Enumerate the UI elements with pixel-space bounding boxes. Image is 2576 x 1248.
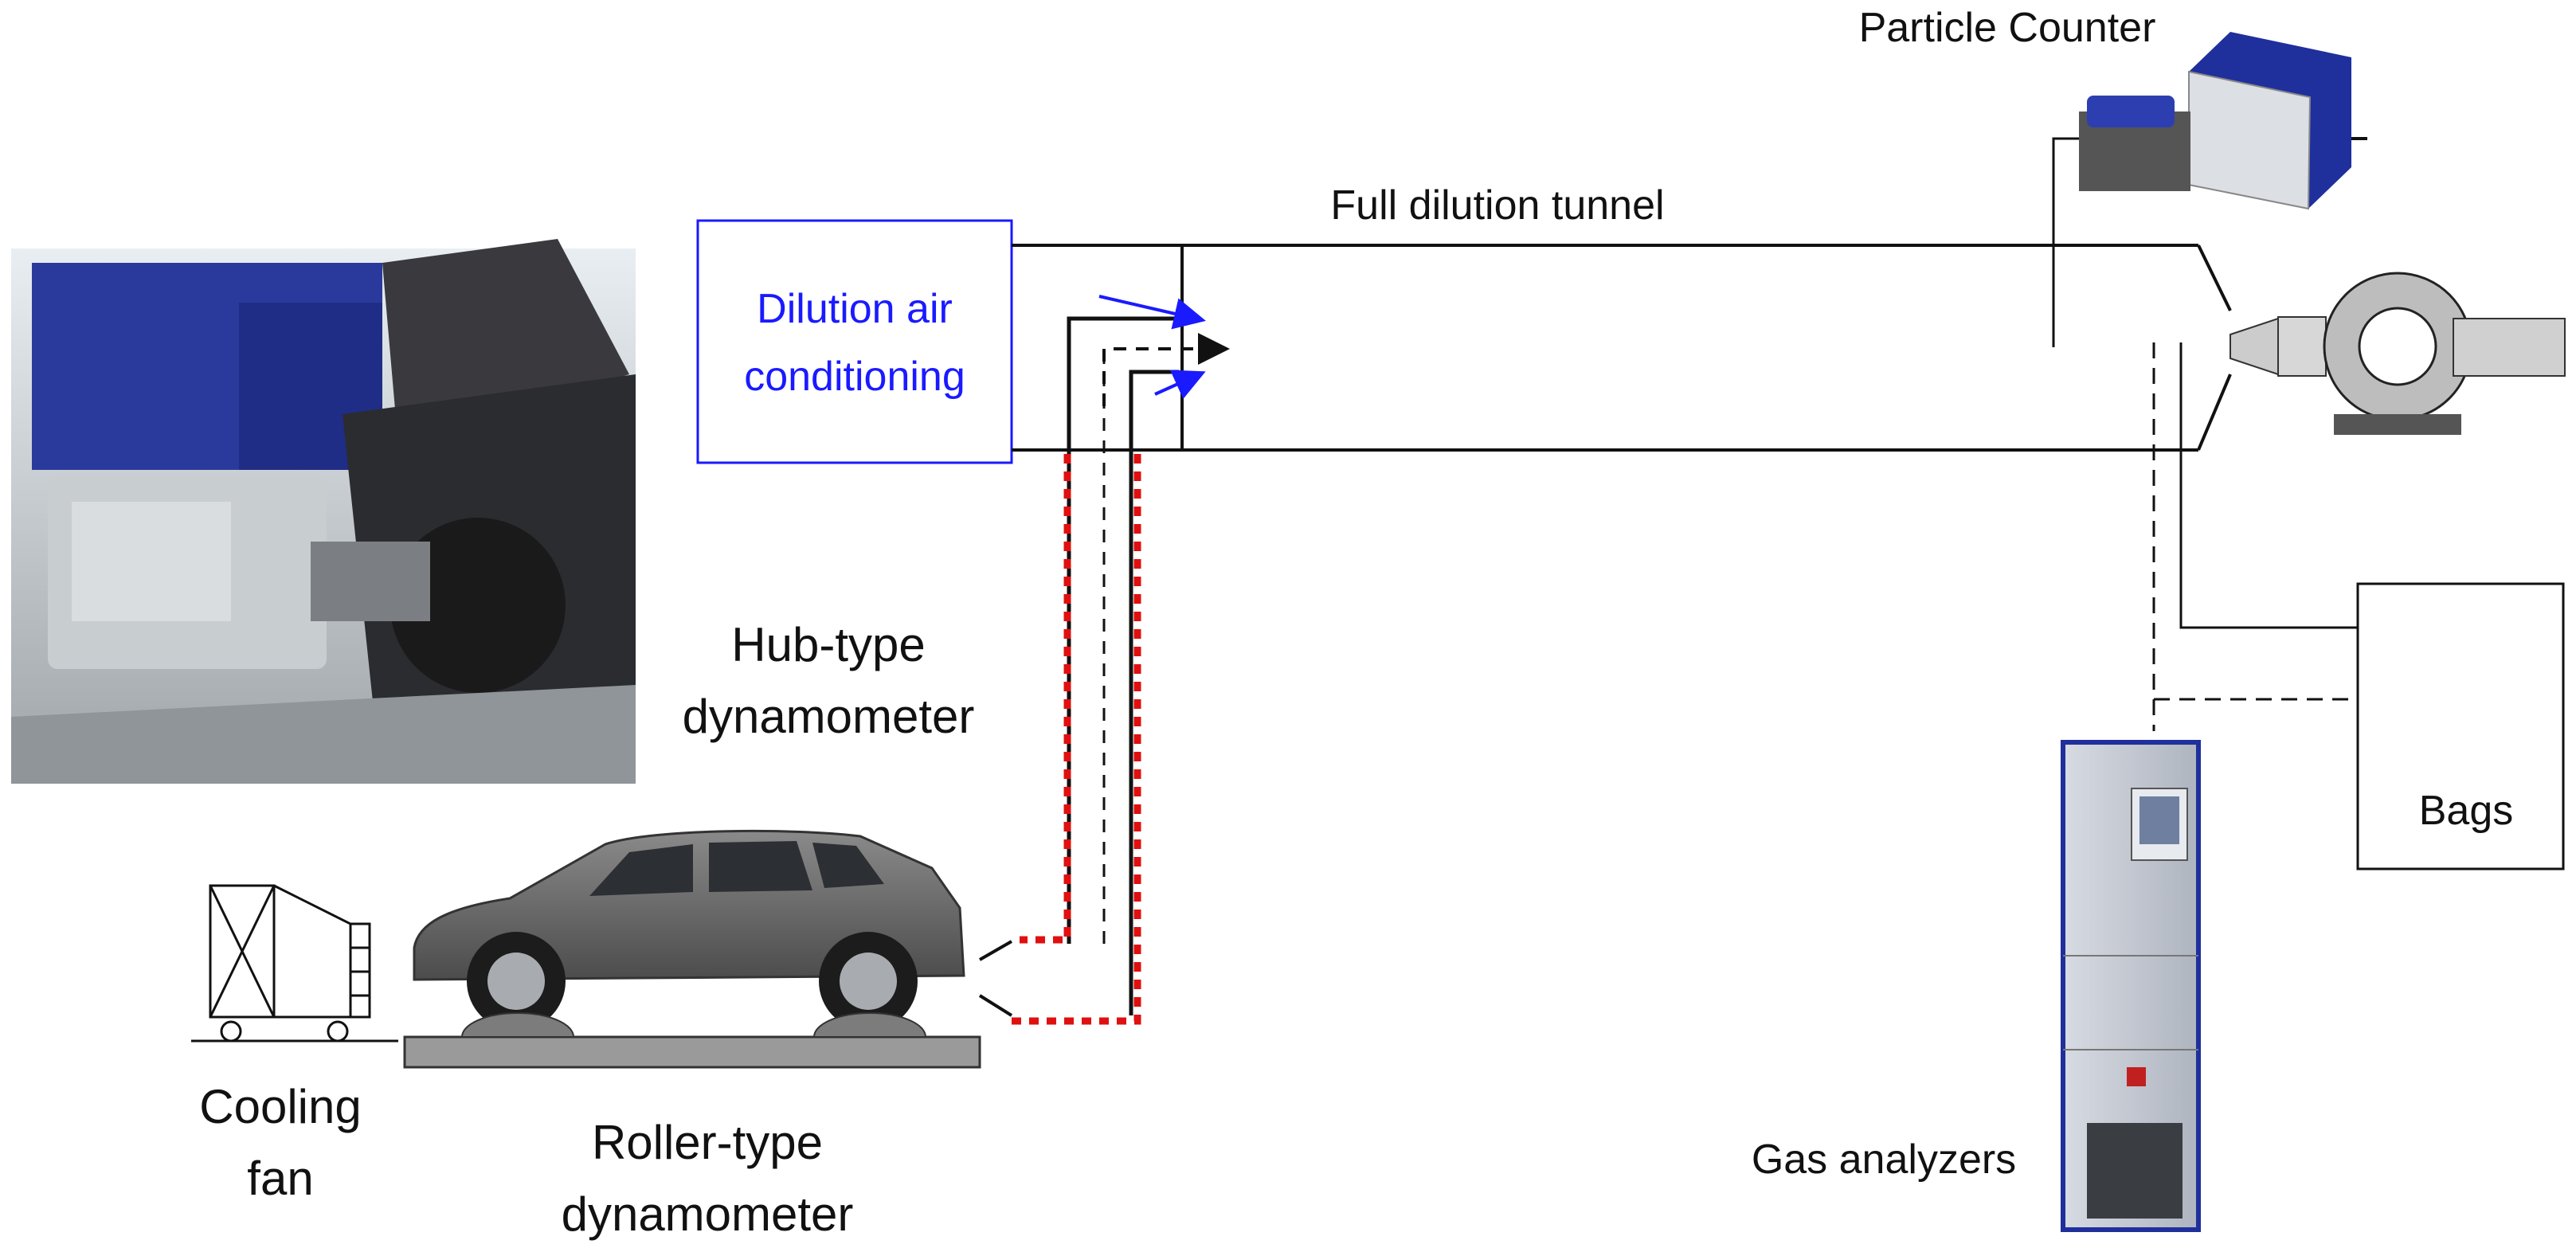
- gas-analyzers-label: Gas analyzers: [1752, 1137, 2016, 1183]
- cooling-fan-icon: [191, 884, 398, 1043]
- bags-box: [2356, 582, 2565, 870]
- roller-type-label-1: Roller-type: [592, 1116, 823, 1169]
- dilution-air-box: [696, 219, 1013, 464]
- roller-dynamometer: [403, 1012, 981, 1069]
- tunnel-label: Full dilution tunnel: [1330, 182, 1664, 229]
- dilution-air-label-1: Dilution air: [757, 286, 953, 332]
- hub-type-label-1: Hub-type: [731, 618, 925, 671]
- particle-counter-probe: [2052, 137, 2079, 347]
- cooling-fan-label-2: fan: [247, 1152, 313, 1205]
- particle-counter-icon: [2079, 32, 2351, 210]
- blower-pump-icon: [2230, 272, 2566, 435]
- car-icon: [413, 829, 965, 1031]
- hub-dynamometer-photo: [11, 239, 636, 784]
- cooling-fan-label-1: Cooling: [199, 1080, 361, 1133]
- dilution-air-label-2: conditioning: [744, 354, 965, 400]
- sample-lines: [2152, 342, 2358, 731]
- bags-label: Bags: [2419, 788, 2514, 834]
- particle-counter-label: Particle Counter: [1859, 5, 2156, 51]
- dilution-tunnel: [1012, 244, 2232, 452]
- exhaust-lines: [978, 295, 1230, 1025]
- hub-type-label-2: dynamometer: [683, 690, 975, 743]
- roller-type-label-2: dynamometer: [562, 1187, 854, 1241]
- gas-analyzer-cabinet-icon: [2061, 740, 2201, 1232]
